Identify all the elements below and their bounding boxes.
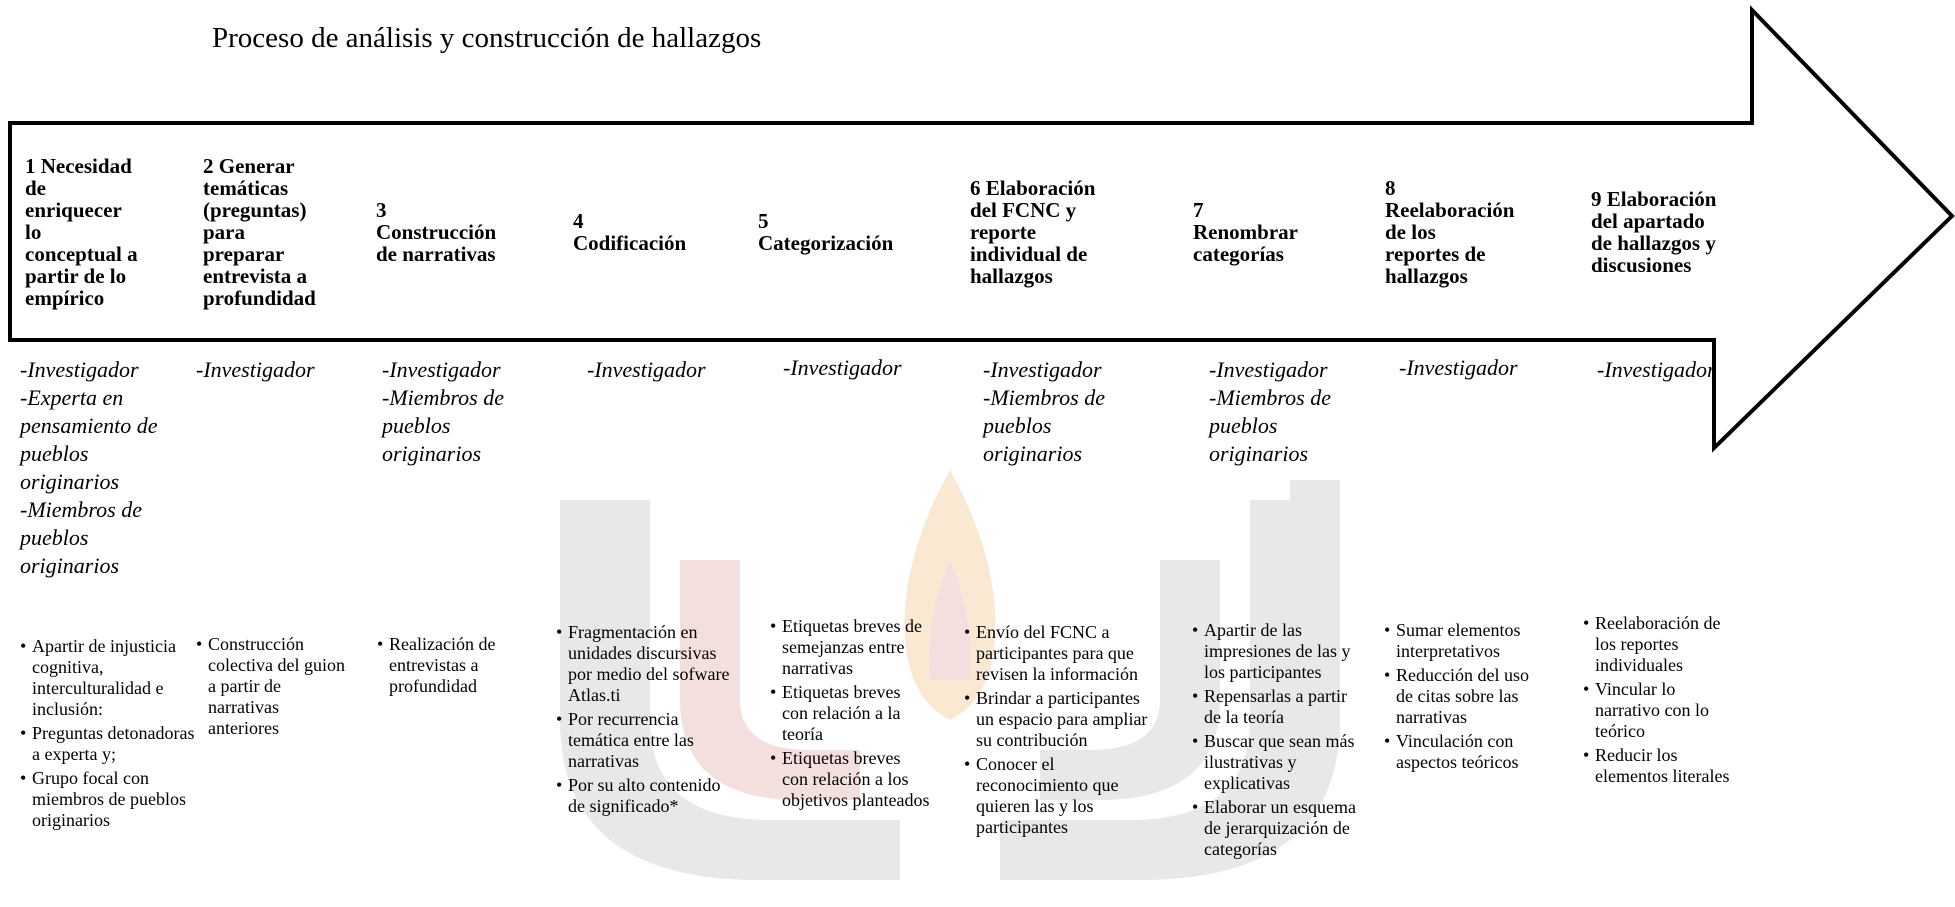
list-item: Vincular lo narrativo con lo teórico bbox=[1583, 679, 1733, 742]
step-6-actors: -Investigador -Miembros de pueblos origi… bbox=[983, 357, 1105, 466]
step-4-actors: -Investigador bbox=[587, 357, 706, 382]
list-item: Envío del FCNC a participantes para que … bbox=[964, 622, 1154, 685]
step-7-actions: Apartir de las impresiones de las y los … bbox=[1192, 620, 1362, 863]
step-7-actors: -Investigador -Miembros de pueblos origi… bbox=[1209, 357, 1331, 466]
list-item: Vinculación con aspectos teóricos bbox=[1384, 731, 1544, 773]
list-item: Preguntas detonadoras a experta y; bbox=[20, 723, 200, 765]
step-5-actions: Etiquetas breves de semejanzas entre nar… bbox=[770, 616, 930, 814]
list-item: Construcción colectiva del guion a parti… bbox=[196, 634, 346, 739]
step-1-title: 1 Necesidad de enriquecer lo conceptual … bbox=[25, 154, 138, 310]
list-item: Grupo focal con miembros de pueblos orig… bbox=[20, 768, 200, 831]
step-8-title: 8 Reelaboración de los reportes de halla… bbox=[1385, 176, 1515, 288]
list-item: Buscar que sean más ilustrativas y expli… bbox=[1192, 731, 1362, 794]
step-9-actions: Reelaboración de los reportes individual… bbox=[1583, 613, 1733, 790]
list-item: Etiquetas breves con relación a la teorí… bbox=[770, 682, 930, 745]
list-item: Apartir de injusticia cognitiva, intercu… bbox=[20, 636, 200, 720]
step-2-title: 2 Generar temáticas (preguntas) para pre… bbox=[203, 154, 316, 310]
step-9-title: 9 Elaboración del apartado de hallazgos … bbox=[1591, 187, 1717, 277]
list-item: Etiquetas breves con relación a los obje… bbox=[770, 748, 930, 811]
arrow-outline bbox=[8, 5, 1955, 453]
step-3-actors: -Investigador -Miembros de pueblos origi… bbox=[382, 357, 504, 466]
step-3-title: 3 Construcción de narrativas bbox=[376, 198, 497, 266]
list-item: Etiquetas breves de semejanzas entre nar… bbox=[770, 616, 930, 679]
list-item: Repensarlas a partir de la teoría bbox=[1192, 686, 1362, 728]
step-2-actors: -Investigador bbox=[196, 357, 315, 382]
diagram-title: Proceso de análisis y construcción de ha… bbox=[212, 22, 762, 54]
list-item: Por recurrencia temática entre las narra… bbox=[556, 709, 731, 772]
step-5-actors: -Investigador bbox=[783, 355, 902, 380]
step-4-title: 4 Codificación bbox=[573, 209, 687, 255]
list-item: Fragmentación en unidades discursivas po… bbox=[556, 622, 731, 706]
list-item: Brindar a participantes un espacio para … bbox=[964, 688, 1154, 751]
step-5-title: 5 Categorización bbox=[758, 209, 894, 255]
list-item: Reducción del uso de citas sobre las nar… bbox=[1384, 665, 1544, 728]
step-8-actors: -Investigador bbox=[1399, 355, 1518, 380]
list-item: Realización de entrevistas a profundidad bbox=[377, 634, 522, 697]
list-item: Apartir de las impresiones de las y los … bbox=[1192, 620, 1362, 683]
list-item: Conocer el reconocimiento que quieren la… bbox=[964, 754, 1154, 838]
step-1-actors: -Investigador -Experta en pensamiento de… bbox=[20, 357, 158, 578]
step-6-actions: Envío del FCNC a participantes para que … bbox=[964, 622, 1154, 841]
list-item: Reelaboración de los reportes individual… bbox=[1583, 613, 1733, 676]
list-item: Elaborar un esquema de jerarquización de… bbox=[1192, 797, 1362, 860]
list-item: Reducir los elementos literales bbox=[1583, 745, 1733, 787]
step-6-title: 6 Elaboración del FCNC y reporte individ… bbox=[970, 176, 1096, 288]
list-item: Por su alto contenido de significado* bbox=[556, 775, 731, 817]
step-2-actions: Construcción colectiva del guion a parti… bbox=[196, 634, 346, 742]
step-8-actions: Sumar elementos interpretativos Reducció… bbox=[1384, 620, 1544, 776]
step-9-actors: -Investigador bbox=[1597, 357, 1716, 382]
list-item: Sumar elementos interpretativos bbox=[1384, 620, 1544, 662]
step-7-title: 7 Renombrar categorías bbox=[1193, 198, 1298, 266]
step-3-actions: Realización de entrevistas a profundidad bbox=[377, 634, 522, 700]
step-4-actions: Fragmentación en unidades discursivas po… bbox=[556, 622, 731, 820]
step-1-actions: Apartir de injusticia cognitiva, intercu… bbox=[20, 636, 200, 834]
